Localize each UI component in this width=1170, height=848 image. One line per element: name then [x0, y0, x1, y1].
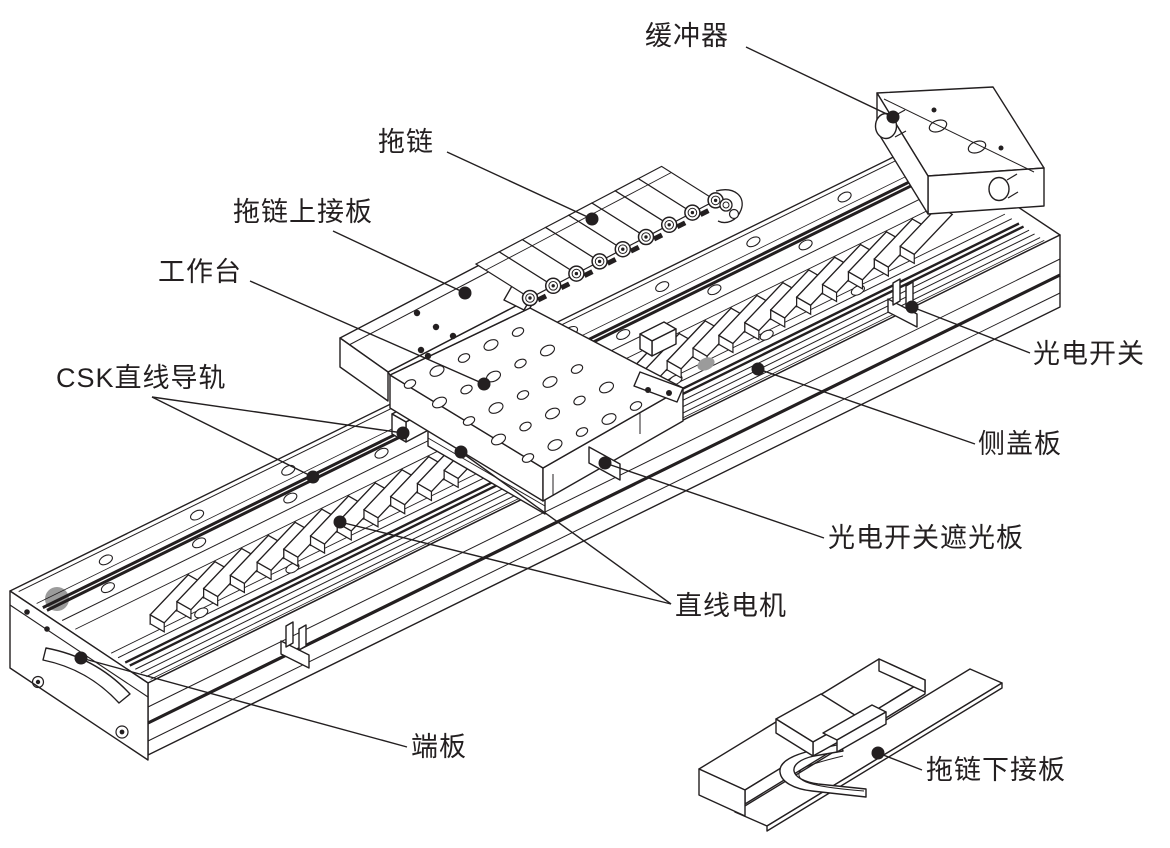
end-block: [874, 86, 1045, 215]
photo-switch-left: [280, 621, 310, 669]
worktable: [389, 307, 684, 515]
inset-chain-lower-plate: [698, 658, 1003, 832]
worktable-mounting-holes: [403, 327, 643, 463]
photo-switch-right: [887, 278, 918, 328]
inset-chain-bend: [779, 743, 867, 798]
buffer-mid: [988, 173, 1019, 202]
drag-chain: [474, 165, 743, 311]
inset-clamp: [775, 693, 887, 757]
leader-lines: [74, 46, 1031, 771]
